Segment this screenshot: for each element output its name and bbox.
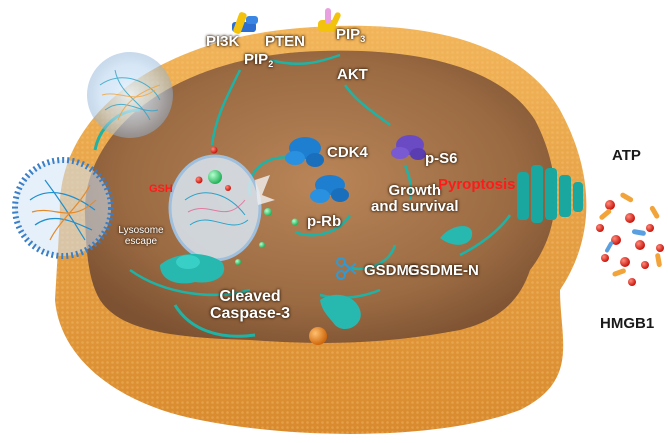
red-sphere: [225, 185, 231, 191]
caspase-protein-icon: [160, 254, 225, 284]
growth-label-line1: Growth: [388, 182, 442, 199]
gsdmen-protein-icon: [440, 226, 473, 245]
growth-label: Growth and survival: [371, 183, 459, 215]
ps6-label: p-S6: [425, 150, 458, 167]
lysosome-label: Lysosome escape: [106, 225, 176, 247]
gsh-label: GSH: [149, 183, 173, 195]
green-sphere: [208, 170, 222, 184]
pip3-protein-icon: [318, 8, 341, 32]
pip2-label: PIP2: [244, 52, 273, 72]
green-sphere: [291, 218, 299, 226]
prb-protein-icon: [310, 175, 349, 203]
pathway-curl-bottom: [173, 304, 256, 338]
growth-label-line2: and survival: [371, 198, 459, 215]
pore-channel-icon: [517, 165, 583, 223]
lysosome-label-line1: Lysosome: [118, 225, 164, 236]
pi3k-label: PI3K: [206, 33, 240, 50]
nanoparticle-icon: [87, 52, 173, 138]
gsdme-label: GSDME: [364, 262, 420, 279]
green-sphere: [264, 208, 272, 216]
green-sphere: [259, 242, 265, 248]
orange-sphere: [309, 327, 327, 345]
gsdmen-label: GSDME-N: [408, 262, 479, 279]
nanoparticle-escaping-icon: [12, 157, 114, 259]
cdk4-protein-icon: [285, 137, 324, 167]
pi3k-protein-icon: [232, 12, 258, 34]
green-sphere: [235, 259, 241, 265]
pip2-label-main: PIP: [244, 51, 269, 68]
hmgb1-label: HMGB1: [600, 315, 655, 332]
lysosome-icon: [168, 154, 275, 262]
gsdme-protein-icon: [320, 294, 361, 330]
cdk4-label: CDK4: [327, 144, 368, 161]
scissors-icon: [336, 257, 357, 280]
red-sphere: [195, 176, 203, 184]
pip3-label: PIP3: [336, 27, 365, 47]
atp-label: ATP: [612, 147, 641, 164]
pathway-arrows: [129, 53, 512, 299]
lysosome-label-line2: escape: [124, 236, 158, 247]
cleaved-caspase-label-line1: Cleaved: [219, 288, 281, 305]
ps6-protein-icon: [391, 135, 426, 160]
pip3-label-main: PIP: [336, 26, 361, 43]
pip3-label-sub: 3: [360, 34, 366, 44]
released-damps: [596, 192, 664, 286]
akt-label: AKT: [337, 66, 368, 83]
cleaved-caspase-label: Cleaved Caspase-3: [200, 288, 300, 322]
pten-label: PTEN: [265, 33, 306, 50]
pyroptosis-label: Pyroptosis: [438, 176, 516, 193]
prb-label: p-Rb: [307, 213, 342, 230]
cleaved-caspase-label-line2: Caspase-3: [209, 305, 291, 322]
red-sphere: [210, 146, 218, 154]
pip2-label-sub: 2: [268, 59, 274, 69]
